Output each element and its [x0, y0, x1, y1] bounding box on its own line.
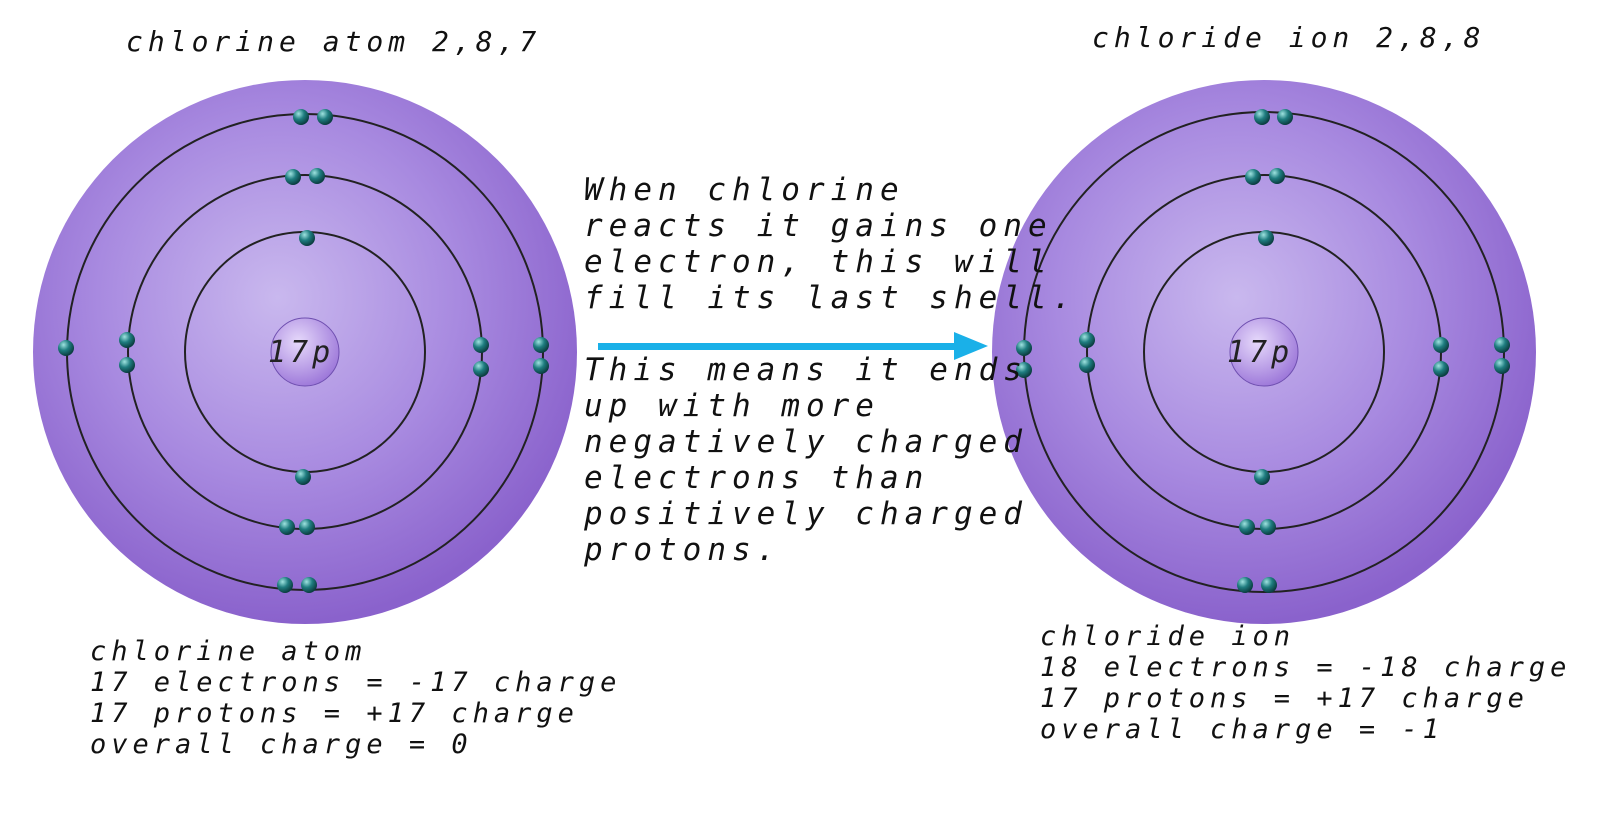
summary-line: 17 protons = +17 charge — [90, 698, 579, 729]
electron — [1254, 109, 1270, 125]
summary-line: overall charge = 0 — [90, 729, 473, 760]
electron — [1260, 519, 1276, 535]
nucleus-label: 17p — [268, 335, 334, 370]
summary-line: 17 electrons = -17 charge — [90, 667, 622, 698]
arrow-head — [954, 332, 988, 360]
summary-line: chlorine atom — [90, 636, 367, 667]
electron — [1258, 230, 1274, 246]
electron — [1237, 577, 1253, 593]
electron — [1079, 357, 1095, 373]
electron — [533, 337, 549, 353]
explanation-line: electron, this will — [584, 244, 1053, 280]
left-title: chlorine atom 2,8,7 — [126, 25, 542, 58]
electron — [1433, 361, 1449, 377]
nucleus — [270, 317, 340, 387]
explanation-line: up with more — [584, 388, 880, 424]
explanation-line: protons. — [584, 532, 782, 568]
electron — [285, 169, 301, 185]
electron — [473, 337, 489, 353]
nucleus — [1229, 317, 1299, 387]
electron — [1269, 168, 1285, 184]
electron — [309, 168, 325, 184]
explanation-line: negatively charged — [584, 424, 1028, 460]
electron — [295, 469, 311, 485]
electron — [1261, 577, 1277, 593]
explanation-line: This means it ends — [584, 352, 1028, 388]
electron — [1494, 358, 1510, 374]
explanation-line: fill its last shell. — [584, 280, 1078, 316]
electrons — [58, 109, 549, 593]
chloride-ion-diagram: 17p — [992, 80, 1536, 624]
electron — [299, 230, 315, 246]
summary-line: chloride ion — [1040, 621, 1296, 652]
electron — [301, 577, 317, 593]
electron — [317, 109, 333, 125]
electron — [1245, 169, 1261, 185]
electron — [277, 577, 293, 593]
explanation-line: electrons than — [584, 460, 930, 496]
electron — [1016, 340, 1032, 356]
nucleus-label: 17p — [1227, 335, 1293, 370]
chlorine-atom-diagram: 17p — [33, 80, 577, 624]
electron — [279, 519, 295, 535]
reaction-arrow — [598, 332, 988, 360]
electrons — [1016, 109, 1510, 593]
electron — [1494, 337, 1510, 353]
electron — [1433, 337, 1449, 353]
explanation-line: positively charged — [584, 496, 1028, 532]
electron — [473, 361, 489, 377]
explanation-line: reacts it gains one — [584, 208, 1053, 244]
electron — [293, 109, 309, 125]
electron — [1016, 362, 1032, 378]
right-title: chloride ion 2,8,8 — [1092, 21, 1486, 54]
summary-line: overall charge = -1 — [1040, 714, 1444, 745]
explanation-line: When chlorine — [584, 172, 905, 208]
summary-line: 18 electrons = -18 charge — [1040, 652, 1572, 683]
electron — [1079, 332, 1095, 348]
electron — [533, 358, 549, 374]
electron — [58, 340, 74, 356]
arrow-shaft — [598, 343, 956, 350]
electron — [119, 357, 135, 373]
summary-line: 17 protons = +17 charge — [1040, 683, 1529, 714]
electron — [1239, 519, 1255, 535]
electron — [1254, 469, 1270, 485]
electron — [299, 519, 315, 535]
electron — [1277, 109, 1293, 125]
electron — [119, 332, 135, 348]
